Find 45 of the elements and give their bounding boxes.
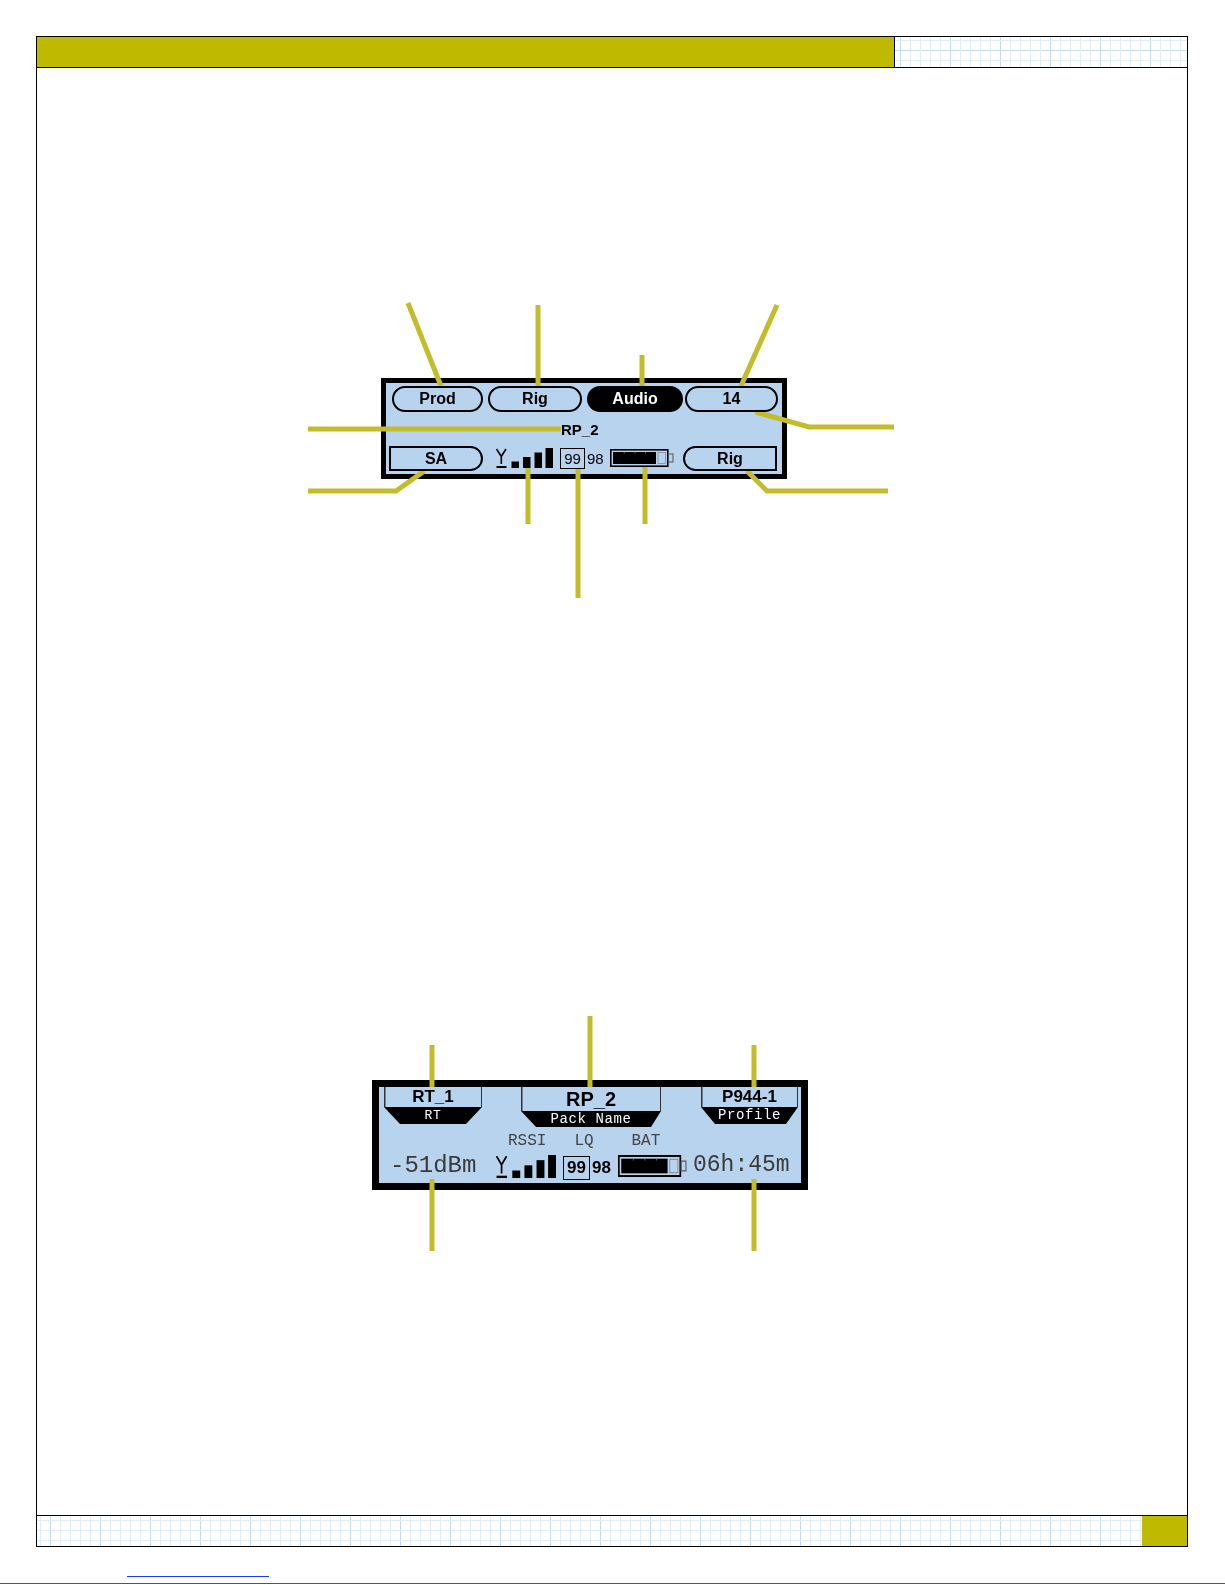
leader-line (754, 409, 894, 430)
signal-strength-icon (496, 448, 553, 468)
caption-band: Profile (701, 1107, 798, 1124)
readout-text: -51dBm (390, 1152, 477, 1179)
indicator-label: BAT (631, 1132, 661, 1150)
indicator-label: LQ (574, 1132, 594, 1150)
value-box: 99 (563, 1156, 590, 1180)
pill-tab: SA (389, 446, 483, 471)
leader-line (738, 304, 780, 387)
value-text: 98 (587, 449, 604, 469)
indicator-label: RSSI (508, 1132, 547, 1150)
leader-line (429, 1179, 435, 1251)
leader-line (642, 467, 648, 524)
display-text: RP_2 (561, 421, 599, 439)
lcd-screen (381, 378, 787, 479)
battery-icon (610, 449, 674, 467)
leader-line (745, 469, 888, 494)
value-box: 99 (560, 448, 585, 469)
leader-line (751, 1045, 757, 1087)
pill-tab: Prod (392, 386, 483, 412)
header-tab (701, 1087, 798, 1124)
header-tab (521, 1087, 661, 1127)
leader-line (525, 468, 531, 524)
tab-title: RT_1 (411, 1087, 455, 1107)
leader-line (429, 1045, 435, 1087)
pill-tab: Rig (488, 386, 582, 412)
leader-line (308, 468, 426, 494)
leader-line (751, 1179, 757, 1251)
leader-line (575, 469, 581, 598)
pill-tab: Rig (683, 446, 777, 471)
leader-line (405, 302, 444, 387)
leader-line (308, 426, 561, 432)
pill-tab: 14 (685, 386, 778, 412)
caption-band: RT (384, 1107, 482, 1124)
lcd-screen (372, 1080, 808, 1190)
leader-line (587, 1016, 593, 1087)
leader-line (639, 355, 645, 386)
caption-band: Pack Name (521, 1111, 661, 1127)
readout-text: 06h:45m (693, 1152, 790, 1179)
highlighted-pill-tab: Audio (587, 386, 683, 412)
leader-line (535, 305, 541, 386)
tab-title: RP_2 (565, 1087, 617, 1111)
value-text: 98 (592, 1157, 611, 1179)
header-tab (384, 1087, 482, 1124)
tab-title: P944-1 (721, 1087, 778, 1107)
